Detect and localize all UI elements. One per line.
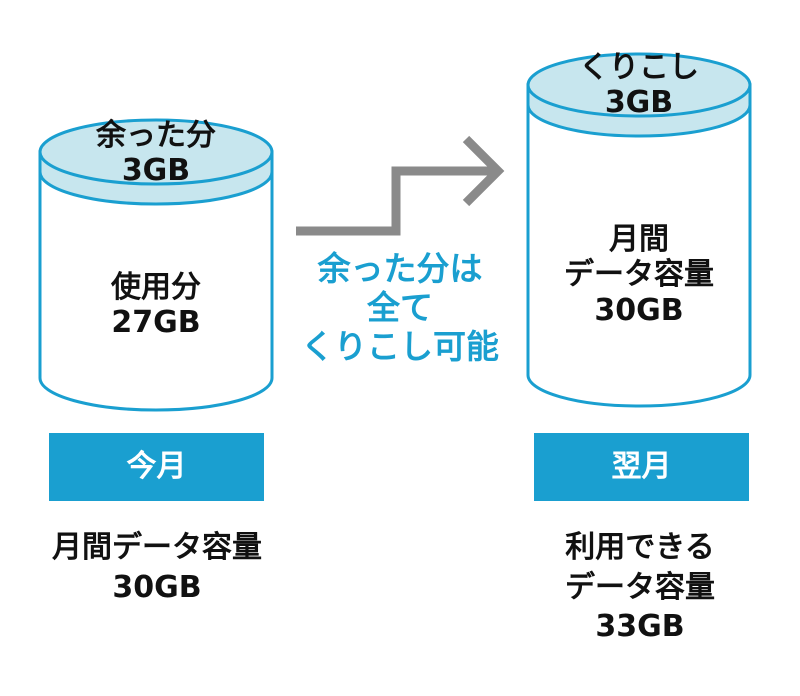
step-arrow-icon bbox=[296, 135, 505, 236]
carryover-note: 余った分は 全て くりこし可能 bbox=[280, 249, 520, 367]
right-body-line2: データ容量 bbox=[564, 257, 714, 293]
right-cylinder bbox=[526, 52, 752, 408]
carryover-note-line2: 全て bbox=[367, 287, 433, 327]
left-cylinder-body-text: 使用分 27GB bbox=[40, 270, 272, 341]
right-caption-line3: 33GB bbox=[595, 609, 685, 645]
left-body-line1: 使用分 bbox=[111, 270, 201, 305]
left-body-line2: 27GB bbox=[111, 305, 201, 341]
carryover-note-line1: 余った分は bbox=[317, 249, 483, 288]
right-caption: 利用できる データ容量 33GB bbox=[490, 528, 790, 647]
left-cylinder-body bbox=[38, 152, 274, 412]
left-top-line1: 余った分 bbox=[96, 118, 216, 153]
left-caption-line1: 月間データ容量 bbox=[52, 530, 262, 565]
left-cylinder bbox=[38, 118, 274, 412]
this-month-label: 今月 bbox=[49, 433, 264, 501]
left-cylinder-top-text: 余った分 3GB bbox=[40, 118, 272, 189]
right-top-line1: くりこし bbox=[579, 50, 699, 85]
right-cylinder-body-text: 月間 データ容量 30GB bbox=[528, 222, 750, 328]
right-caption-line2: データ容量 bbox=[565, 569, 715, 605]
left-caption-line2: 30GB bbox=[112, 569, 202, 605]
carryover-note-line3: くりこし可能 bbox=[301, 326, 499, 366]
next-month-label: 翌月 bbox=[534, 433, 749, 501]
right-cylinder-top-text: くりこし 3GB bbox=[528, 50, 750, 121]
right-top-line2: 3GB bbox=[604, 85, 674, 121]
left-caption: 月間データ容量 30GB bbox=[10, 528, 304, 607]
right-cylinder-top bbox=[526, 52, 752, 118]
left-top-line2: 3GB bbox=[121, 153, 191, 189]
right-body-line3: 30GB bbox=[594, 292, 684, 328]
left-cylinder-top bbox=[38, 118, 274, 186]
right-caption-line1: 利用できる bbox=[565, 530, 715, 565]
right-body-line1: 月間 bbox=[609, 222, 669, 257]
right-cylinder-body bbox=[526, 85, 752, 408]
